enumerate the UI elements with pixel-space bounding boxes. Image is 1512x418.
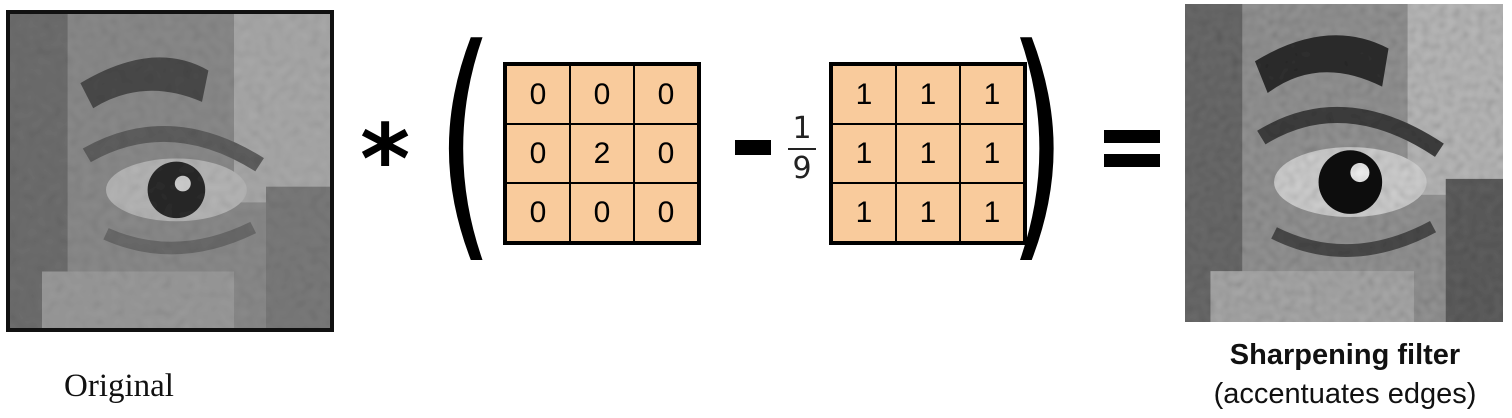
original-eye-picture (10, 14, 330, 328)
fraction-numerator: 1 (792, 111, 812, 146)
kernel-cell: 1 (959, 63, 1026, 125)
kernel-cell: 2 (569, 123, 635, 184)
kernel-cell: 0 (504, 182, 571, 244)
kernel-cell: 1 (959, 182, 1026, 244)
kernel-cell: 0 (633, 63, 700, 125)
kernel-cell: 1 (895, 182, 961, 244)
minus-operator (735, 140, 771, 155)
sharpened-image (1185, 4, 1503, 322)
fraction-denominator: 9 (792, 151, 812, 186)
kernel-cell: 0 (633, 182, 700, 244)
kernel-cell: 1 (959, 123, 1026, 184)
kernel-cell: 1 (830, 63, 897, 125)
kernel-cell: 0 (569, 182, 635, 244)
open-parenthesis: ( (436, 0, 495, 286)
kernel-cell: 0 (633, 123, 700, 184)
convolution-operator: * (360, 104, 411, 216)
kernel-cell: 1 (830, 182, 897, 244)
kernel-cell: 1 (830, 123, 897, 184)
sharpened-caption-subtitle: (accentuates edges) (1213, 378, 1477, 410)
kernel-cell: 1 (895, 63, 961, 125)
box-kernel: 1 1 1 1 1 1 1 1 1 (829, 62, 1027, 245)
equals-operator-bottom-bar (1104, 154, 1160, 167)
kernel-cell: 0 (504, 63, 571, 125)
kernel-cell: 1 (895, 123, 961, 184)
fraction-one-ninth: 1 9 (782, 112, 822, 186)
identity-kernel: 0 0 0 0 2 0 0 0 0 (503, 62, 701, 245)
sharpened-caption: Sharpening filter (accentuates edges) (1180, 336, 1510, 414)
equals-operator-top-bar (1104, 130, 1160, 143)
kernel-cell: 0 (504, 123, 571, 184)
original-image (6, 10, 334, 332)
sharpened-caption-title: Sharpening filter (1229, 339, 1461, 371)
kernel-cell: 0 (569, 63, 635, 125)
sharpened-eye-picture (1185, 4, 1503, 322)
fraction-bar (788, 148, 816, 150)
original-caption: Original (64, 368, 174, 404)
